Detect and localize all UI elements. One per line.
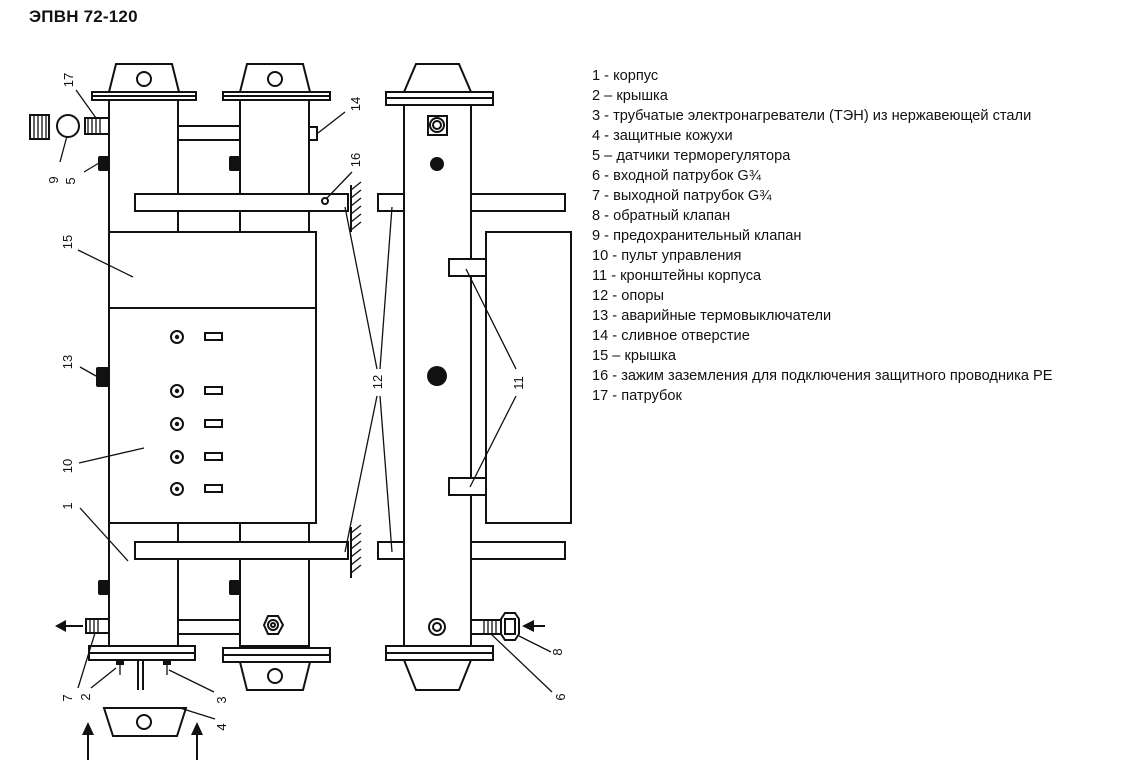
callout-6: 6 xyxy=(553,693,568,700)
callout-5: 5 xyxy=(63,177,78,184)
side-view xyxy=(377,63,572,691)
callout-7: 7 xyxy=(60,694,75,701)
front-view xyxy=(29,63,362,760)
outlet-nozzle xyxy=(55,618,110,634)
callout-13: 13 xyxy=(60,355,75,369)
inlet-nozzle xyxy=(470,612,545,641)
wall-support-lower xyxy=(350,524,362,578)
side-top-cap xyxy=(402,63,473,93)
side-bottom-cap xyxy=(402,659,473,691)
drain-hole xyxy=(308,126,318,141)
legend-item: 1 - корпус xyxy=(592,68,659,84)
callout-14: 14 xyxy=(348,97,363,111)
control-indicators xyxy=(170,330,223,496)
sensor-left-lower xyxy=(98,580,109,595)
legend-item: 6 - входной патрубок G¾ xyxy=(592,168,761,184)
callout-4: 4 xyxy=(214,723,229,730)
inlet-arrow-icon xyxy=(522,620,534,632)
sensor-right-upper xyxy=(229,156,240,171)
legend-item: 4 - защитные кожухи xyxy=(592,128,733,144)
callout-12: 12 xyxy=(370,375,385,389)
outlet-arrow-icon xyxy=(55,620,66,632)
bottom-cap-right xyxy=(222,647,331,691)
legend-item: 10 - пульт управления xyxy=(592,248,742,264)
sensor-left-upper xyxy=(98,156,109,171)
nozzle-with-safety-valve xyxy=(29,114,110,140)
callout-17: 17 xyxy=(61,73,76,87)
top-cap-right xyxy=(222,63,331,101)
air-flow-arrows xyxy=(82,722,203,760)
legend-item: 9 - предохранительный клапан xyxy=(592,228,802,244)
legend-item: 14 - сливное отверстие xyxy=(592,328,750,344)
sensor-right-lower xyxy=(229,580,240,595)
control-panel xyxy=(108,307,317,524)
hex-nut xyxy=(262,615,285,635)
body-bracket-lower xyxy=(448,477,487,496)
legend-item: 17 - патрубок xyxy=(592,388,682,404)
callout-2: 2 xyxy=(78,693,93,700)
legend-list: 1 - корпус 2 – крышка 3 - трубчатые элек… xyxy=(592,66,1053,406)
bottom-cover-left xyxy=(88,645,196,690)
legend-item: 12 - опоры xyxy=(592,288,664,304)
side-control-box xyxy=(485,231,572,524)
legend-item: 3 - трубчатые электронагреватели (ТЭН) и… xyxy=(592,108,1032,124)
page-title: ЭПВН 72-120 xyxy=(29,7,138,26)
leader-lines xyxy=(59,89,553,720)
callout-11: 11 xyxy=(511,376,526,390)
side-bracket-upper xyxy=(470,193,566,212)
legend-item: 15 – крышка xyxy=(592,348,676,364)
top-cap-left xyxy=(91,63,197,101)
ground-clamp xyxy=(321,197,329,205)
upper-link-pipe xyxy=(177,125,241,141)
legend-item: 13 - аварийные термовыключатели xyxy=(592,308,832,324)
legend-item: 5 – датчики терморегулятора xyxy=(592,148,791,164)
body-bracket-upper xyxy=(448,258,487,277)
callout-numbers: 17 9 5 14 16 15 13 10 1 12 11 7 2 3 4 8 … xyxy=(46,73,568,731)
thermal-switch xyxy=(96,367,109,387)
legend-item: 16 - зажим заземления для подключения за… xyxy=(592,368,1053,384)
callout-9: 9 xyxy=(46,176,61,183)
legend-item: 11 - кронштейны корпуса xyxy=(592,268,762,284)
wall-support-upper xyxy=(350,181,362,232)
legend-item: 8 - обратный клапан xyxy=(592,208,731,224)
lower-bracket xyxy=(134,541,349,560)
upper-bracket xyxy=(134,193,349,212)
protective-shroud xyxy=(102,707,188,737)
callout-10: 10 xyxy=(60,459,75,473)
callout-16: 16 xyxy=(348,153,363,167)
callout-15: 15 xyxy=(60,235,75,249)
side-bracket-lower xyxy=(470,541,566,560)
callout-3: 3 xyxy=(214,696,229,703)
callout-1: 1 xyxy=(60,502,75,509)
callout-8: 8 xyxy=(550,648,565,655)
side-bracket-stub-upper xyxy=(377,193,405,212)
top-cover xyxy=(108,231,317,309)
lower-link-pipe xyxy=(177,619,241,635)
legend-item: 2 – крышка xyxy=(592,88,668,104)
legend-item: 7 - выходной патрубок G¾ xyxy=(592,188,772,204)
